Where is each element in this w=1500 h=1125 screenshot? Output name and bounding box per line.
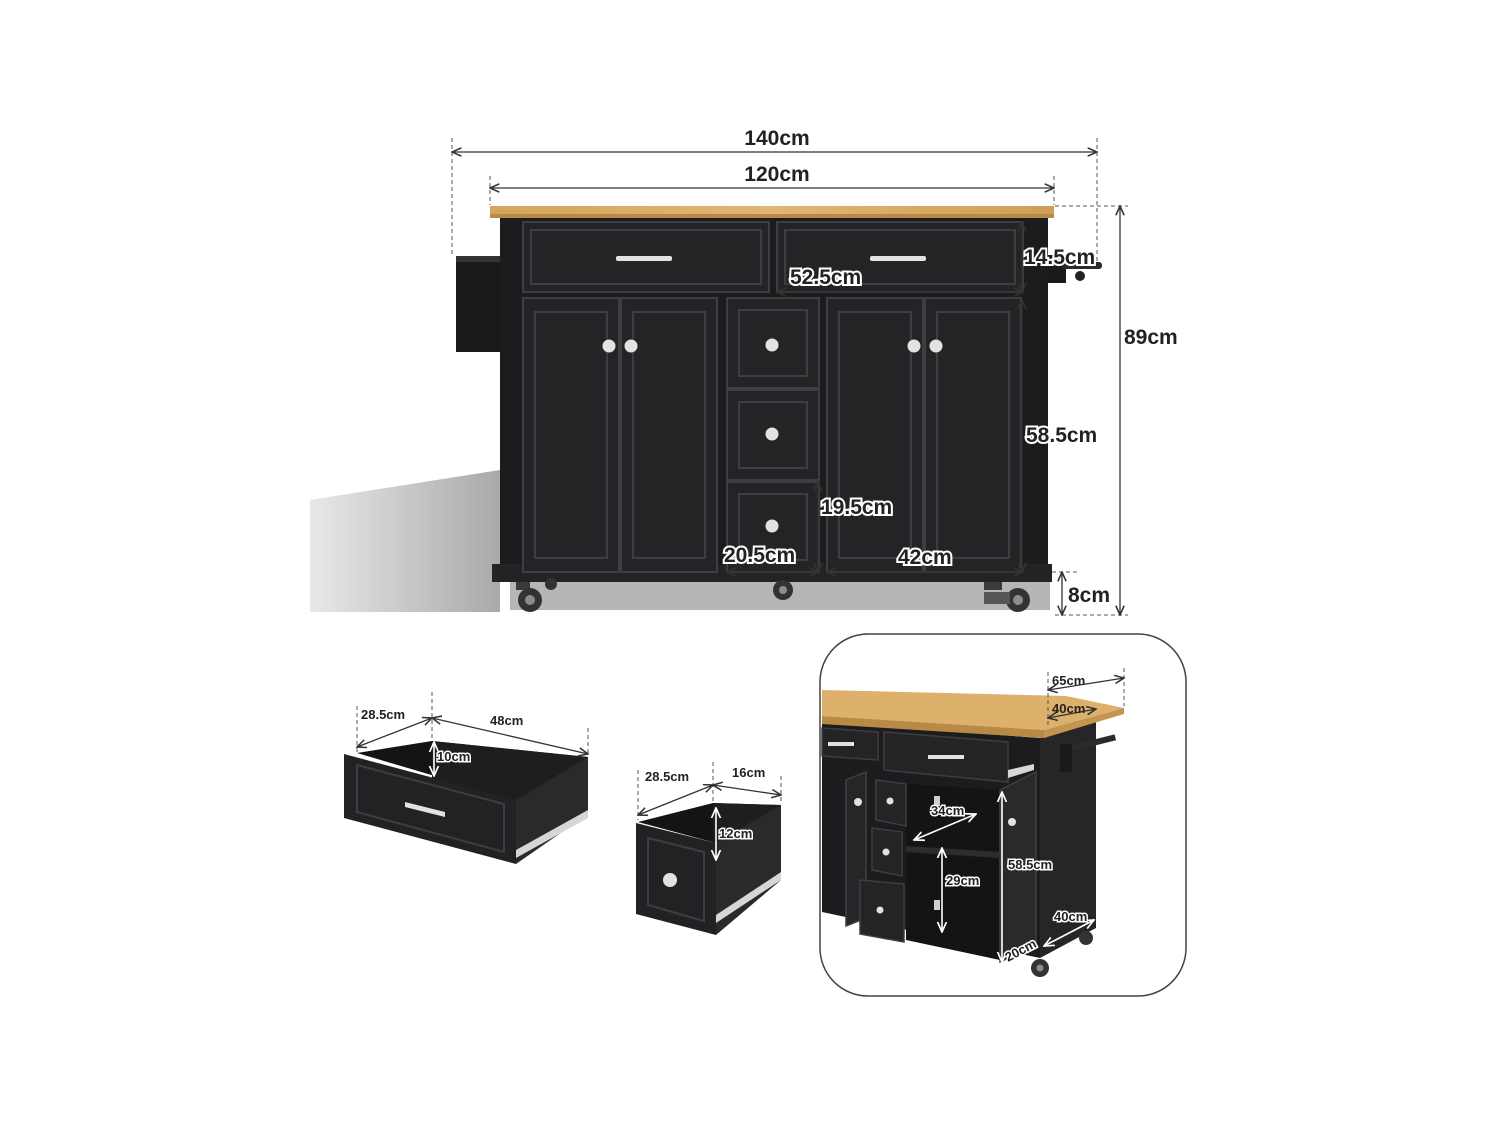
perspective-wheel-front-hub: [1036, 964, 1044, 972]
middle-drawer-2-panel: [738, 401, 808, 469]
perspective-left-door-knob: [854, 798, 862, 806]
wood-worktop: [490, 206, 1054, 216]
perspective-towel-bar: [1068, 734, 1117, 752]
label-large-drawer-depth: 28.5cm: [361, 707, 405, 722]
perspective-right-door-knob: [1008, 818, 1016, 826]
left-door-b-panel: [632, 311, 706, 559]
cast-shadow: [310, 470, 500, 612]
large-drawer-rail: [516, 810, 588, 858]
dim-line-depth-top: [1048, 709, 1096, 718]
large-drawer-front-panel: [356, 763, 505, 854]
caster-wheel-small: [545, 578, 557, 590]
right-door-a-panel: [838, 311, 912, 559]
towel-bar-knob: [1075, 271, 1085, 281]
perspective-drawer-left-handle: [828, 742, 854, 746]
small-drawer-view: 28.5cm 16cm 12cm: [636, 762, 781, 935]
middle-drawer-3-knob: [765, 519, 779, 533]
label-wheel-height: 8cm: [1068, 584, 1110, 607]
perspective-small-drawer-3-knob: [876, 906, 884, 914]
small-drawer-side: [716, 805, 781, 935]
top-drawer-right-handle: [870, 256, 926, 261]
dim-line-large-drawer-width: [432, 718, 588, 754]
label-inner-height: 58.5cm: [1008, 857, 1052, 872]
label-small-drawer-box-height: 12cm: [719, 826, 752, 841]
perspective-towel-bracket: [1060, 744, 1072, 772]
label-cabinet-width: 42cm: [898, 546, 952, 569]
label-small-drawer-box-width: 16cm: [732, 765, 765, 780]
towel-bar: [1062, 262, 1102, 269]
left-door-a: [522, 297, 620, 573]
label-overall-height: 89cm: [1124, 326, 1178, 349]
label-depth-total: 65cm: [1052, 673, 1085, 688]
left-door-a-panel: [534, 311, 608, 559]
dim-line-small-drawer-depth: [638, 785, 713, 815]
large-drawer-handle: [405, 802, 445, 817]
spice-rack-lip: [456, 256, 500, 262]
large-drawer-view: 28.5cm 48cm 10cm: [344, 692, 588, 864]
dim-line-depth-total: [1048, 678, 1124, 690]
perspective-cabinet-side: [1040, 716, 1096, 958]
label-shelf-depth: 34cm: [931, 803, 964, 818]
worktop-edge: [490, 214, 1054, 218]
perspective-view: 65cm 40cm 34cm 29cm 58.5cm 40cm 20cm: [819, 633, 1187, 997]
perspective-hinge-upper: [934, 796, 940, 806]
caster-wheel-middle: [773, 580, 793, 600]
right-door-b: [924, 297, 1022, 573]
middle-drawer-2-knob: [765, 427, 779, 441]
towel-bar-bracket: [1048, 255, 1066, 283]
spice-rack: [456, 256, 500, 352]
label-depth-top: 40cm: [1052, 701, 1085, 716]
top-drawer-left-panel: [530, 229, 762, 285]
dim-line-side-depth: [1044, 920, 1094, 946]
perspective-hinge-lower: [934, 900, 940, 910]
large-drawer-side: [516, 757, 588, 864]
middle-drawer-1-panel: [738, 309, 808, 377]
caster-wheel-right: [984, 582, 1030, 612]
top-drawer-right-panel: [784, 229, 1016, 285]
left-door-b: [620, 297, 718, 573]
right-door-a: [826, 297, 924, 573]
dim-line-large-drawer-depth: [357, 718, 432, 747]
perspective-worktop-edge: [822, 716, 1044, 738]
label-small-drawer-depth: 28.5cm: [645, 769, 689, 784]
label-top-width: 120cm: [744, 163, 809, 186]
left-door-knob-b: [624, 339, 638, 353]
perspective-drawer-open-handle: [928, 755, 964, 759]
label-shelf-height: 29cm: [946, 873, 979, 888]
small-drawer-rail: [716, 872, 781, 923]
small-drawer-front-panel: [647, 836, 705, 923]
label-side-depth: 40cm: [1054, 909, 1087, 924]
label-drawer-width: 52.5cm: [790, 266, 861, 289]
label-large-drawer-height: 10cm: [437, 749, 470, 764]
label-large-drawer-width: 48cm: [490, 713, 523, 728]
left-door-knob-a: [602, 339, 616, 353]
middle-drawer-3-panel: [738, 493, 808, 561]
front-view: 140cm 120cm 89cm 14.5cm 52.5cm 58.5cm 19…: [310, 127, 1178, 615]
perspective-small-drawer-2-knob: [882, 848, 890, 856]
perspective-drawer-rail: [1008, 764, 1034, 778]
top-drawer-left-handle: [616, 256, 672, 261]
small-drawer-knob: [663, 873, 677, 887]
perspective-shelf: [906, 846, 1000, 858]
dim-line-shelf-depth: [914, 814, 976, 840]
right-door-b-panel: [936, 311, 1010, 559]
label-drawer-height: 14.5cm: [1024, 246, 1095, 269]
perspective-wheel-back: [1079, 931, 1093, 945]
caster-wheel-left: [516, 582, 542, 612]
top-drawer-left: [522, 221, 770, 293]
right-door-knob-b: [929, 339, 943, 353]
perspective-worktop-side: [1044, 708, 1124, 738]
perspective-small-drawer-1-knob: [886, 797, 894, 805]
label-overall-width: 140cm: [744, 127, 809, 150]
middle-drawer-1-knob: [765, 338, 779, 352]
label-cabinet-height: 58.5cm: [1026, 424, 1097, 447]
right-door-knob-a: [907, 339, 921, 353]
dim-line-small-drawer-box-width: [713, 785, 781, 795]
label-small-drawer-height: 19.5cm: [821, 496, 892, 519]
label-small-drawer-width: 20.5cm: [724, 544, 795, 567]
